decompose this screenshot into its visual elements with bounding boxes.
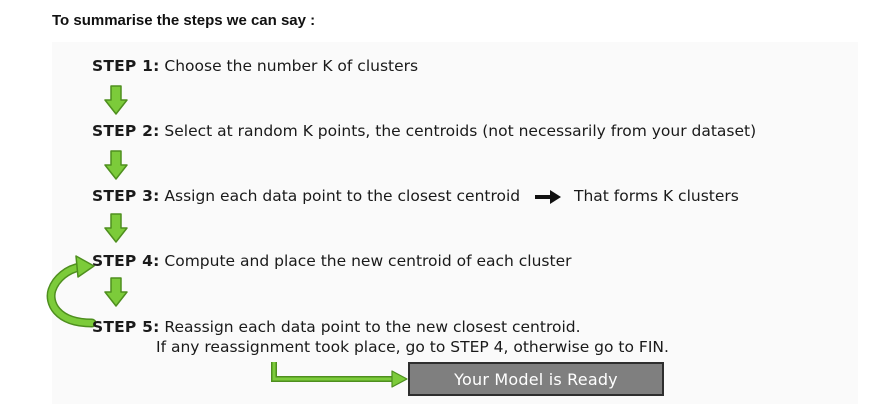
step-4: STEP 4: Compute and place the new centro… [92, 252, 572, 270]
page-heading: To summarise the steps we can say : [52, 12, 316, 29]
step-1-text: Choose the number K of clusters [164, 57, 419, 75]
step-5-text: Reassign each data point to the new clos… [164, 318, 581, 336]
down-arrow-icon [104, 85, 128, 115]
step-2-text: Select at random K points, the centroids… [164, 122, 757, 140]
step-3-text: Assign each data point to the closest ce… [164, 187, 521, 205]
step-4-text: Compute and place the new centroid of ea… [164, 252, 572, 270]
step-3: STEP 3: Assign each data point to the cl… [92, 187, 739, 205]
step-3-label: STEP 3: [92, 187, 160, 205]
model-ready-button[interactable]: Your Model is Ready [408, 362, 664, 396]
down-arrow-icon [104, 277, 128, 307]
step-2-label: STEP 2: [92, 122, 160, 140]
right-arrow-icon [535, 189, 562, 204]
step-5: STEP 5: Reassign each data point to the … [92, 318, 581, 336]
step-4-label: STEP 4: [92, 252, 160, 270]
elbow-right-arrow-icon [271, 362, 408, 388]
down-arrow-icon [104, 150, 128, 180]
step-2: STEP 2: Select at random K points, the c… [92, 122, 756, 140]
step-3-result: That forms K clusters [574, 187, 739, 205]
step-5-label: STEP 5: [92, 318, 160, 336]
step-1: STEP 1: Choose the number K of clusters [92, 57, 418, 75]
step-5-continuation: If any reassignment took place, go to ST… [156, 338, 669, 356]
diagram-panel [52, 42, 858, 404]
step-1-label: STEP 1: [92, 57, 160, 75]
loop-back-arrow-icon [46, 255, 96, 328]
down-arrow-icon [104, 213, 128, 243]
